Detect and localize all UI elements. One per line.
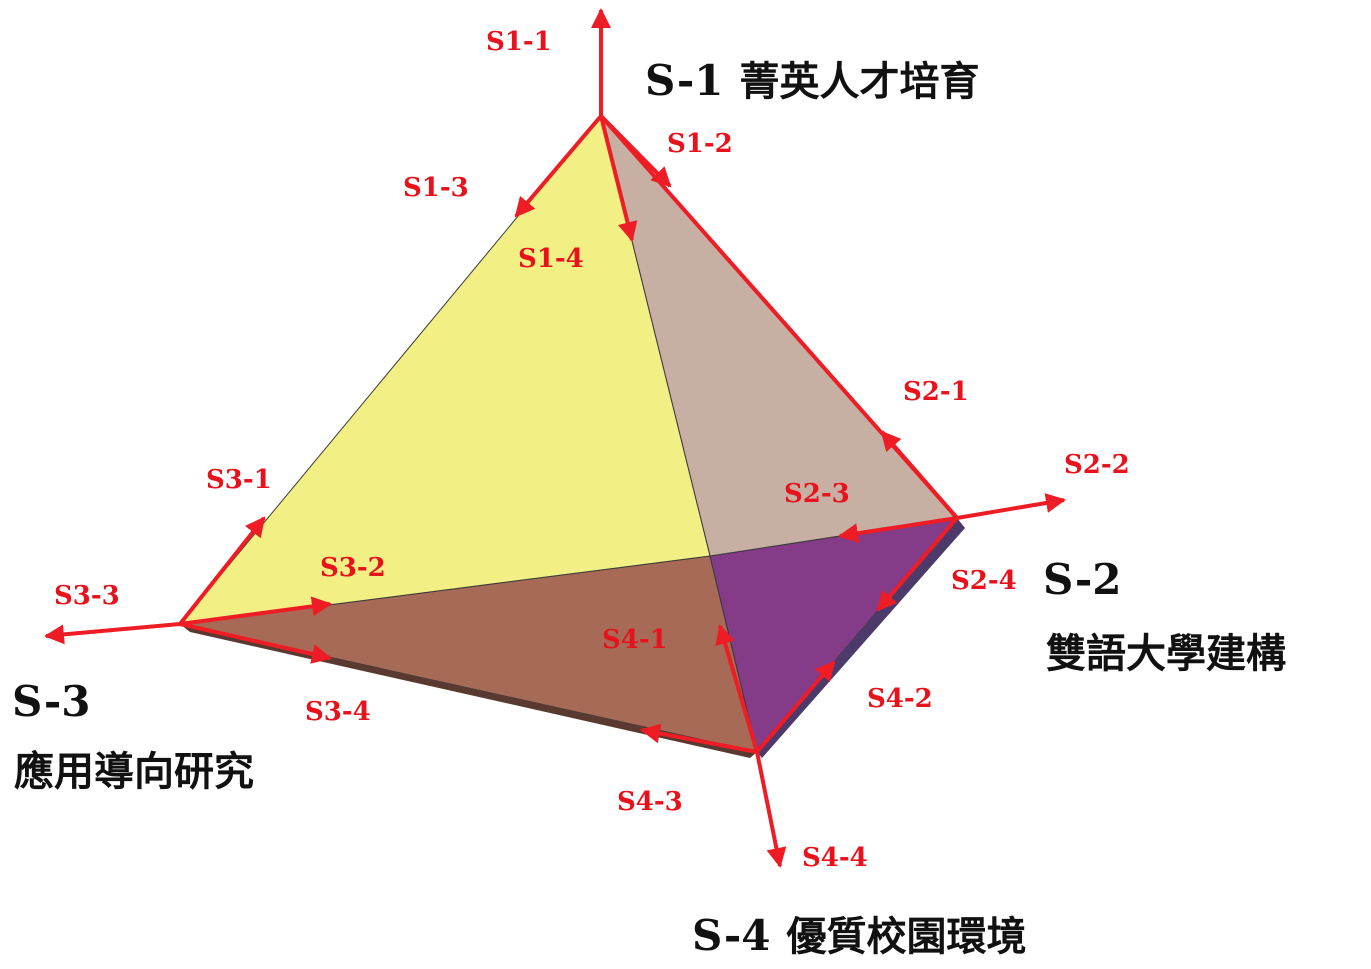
label-s4-2: S4-2 [867, 684, 933, 714]
label-s3-4: S3-4 [305, 697, 371, 727]
label-s2-3: S2-3 [784, 479, 850, 509]
label-s1-2: S1-2 [667, 129, 733, 159]
label-s2-1: S2-1 [903, 377, 969, 407]
arrow-s2-3 [838, 516, 958, 544]
label-s2-2: S2-2 [1064, 450, 1130, 480]
strategy-s1-code: S-1 [645, 56, 724, 105]
strategy-s4-title: S-4 優質校園環境 [692, 911, 1027, 960]
strategy-s2-name: 雙語大學建構 [1046, 630, 1286, 677]
face-bottom-shadow [757, 518, 965, 758]
vector-arrows [44, 8, 1066, 868]
arrow-s2-4 [876, 516, 959, 612]
arrow-s3-4 [179, 622, 332, 664]
strategy-s4-name: 優質校園環境 [786, 913, 1027, 960]
arrow-s4-3 [640, 723, 758, 754]
arrow-s3-3 [44, 622, 181, 645]
label-s3-1: S3-1 [206, 465, 272, 495]
arrow-s2-1 [880, 430, 959, 520]
label-s3-3: S3-3 [54, 581, 120, 611]
arrow-s4-2 [755, 660, 836, 754]
strategy-s1-title: S-1 菁英人才培育 [645, 56, 980, 105]
strategy-s1-name: 菁英人才培育 [740, 58, 980, 105]
label-s2-4: S2-4 [951, 566, 1017, 596]
arrow-s1-4 [599, 115, 638, 242]
label-s4-1: S4-1 [602, 625, 668, 655]
arrow-s4-1 [715, 624, 759, 753]
label-s1-4: S1-4 [518, 244, 584, 274]
arrow-s2-2 [956, 493, 1066, 520]
strategy-s4-code: S-4 [692, 911, 771, 960]
label-s1-1: S1-1 [486, 27, 552, 57]
strategy-s3-name: 應用導向研究 [14, 748, 254, 795]
face-left [178, 114, 711, 625]
arrow-s1-3 [514, 114, 603, 218]
label-s1-3: S1-3 [403, 173, 469, 203]
label-s4-4: S4-4 [802, 843, 868, 873]
vector-labels: S1-1 S1-2 S1-3 S1-4 S2-1 S2-2 S2-3 S2-4 … [54, 27, 1130, 873]
arrow-s3-2 [179, 596, 332, 626]
arrow-s3-1 [178, 516, 266, 626]
label-s3-2: S3-2 [320, 553, 386, 583]
tetrahedron-faces [178, 114, 965, 758]
strategy-titles: S-1 菁英人才培育 S-2 雙語大學建構 S-3 應用導向研究 S-4 優質校… [12, 56, 1286, 960]
label-s4-3: S4-3 [617, 787, 683, 817]
strategy-s3-code: S-3 [12, 677, 91, 726]
strategy-s2-code: S-2 [1043, 555, 1122, 604]
arrow-s4-4 [755, 751, 787, 868]
